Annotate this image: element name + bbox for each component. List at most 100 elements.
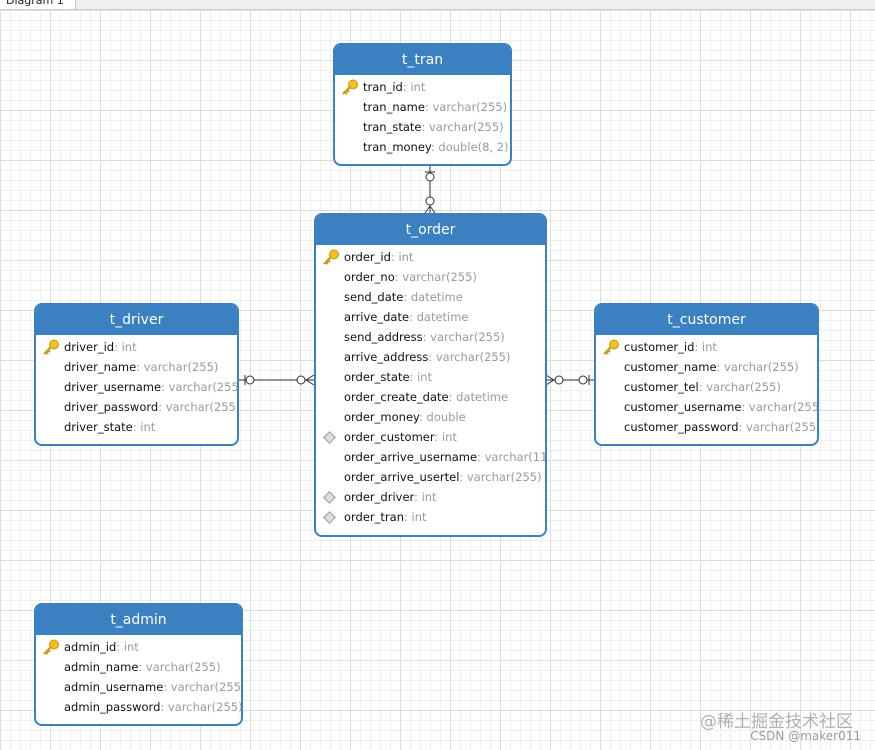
column-name: driver_name <box>64 360 137 374</box>
column-row[interactable]: driver_state: int <box>36 417 237 437</box>
column-row[interactable]: order_arrive_usertel: varchar(255) <box>316 467 545 487</box>
column-row[interactable]: driver_username: varchar(255) <box>36 377 237 397</box>
column-row[interactable]: customer_tel: varchar(255) <box>596 377 817 397</box>
column-type: : varchar(255) <box>163 680 243 694</box>
column-row[interactable]: order_id: int <box>316 247 545 267</box>
column-name: order_no <box>344 270 395 284</box>
column-type: : varchar(255) <box>424 100 508 114</box>
column-type: : varchar(255) <box>428 350 511 364</box>
column-name: admin_id <box>64 640 117 654</box>
column-type: : int <box>409 370 433 384</box>
primary-key-icon <box>42 639 60 661</box>
column-row[interactable]: driver_id: int <box>36 337 237 357</box>
column-name: order_driver <box>344 490 415 504</box>
column-type: : double <box>419 410 466 424</box>
column-name: driver_id <box>64 340 115 354</box>
column-row[interactable]: order_tran: int <box>316 507 545 527</box>
table-title: t_order <box>316 215 545 245</box>
column-row[interactable]: order_driver: int <box>316 487 545 507</box>
column-row[interactable]: send_date: datetime <box>316 287 545 307</box>
column-type: : varchar(255) <box>422 330 505 344</box>
column-name: driver_password <box>64 400 159 414</box>
column-type: : int <box>114 340 137 354</box>
column-row[interactable]: admin_id: int <box>36 637 241 657</box>
column-row[interactable]: tran_state: varchar(255) <box>335 117 510 137</box>
column-type: : varchar(255) <box>421 120 504 134</box>
column-name: tran_id <box>363 80 403 94</box>
column-row[interactable]: order_money: double <box>316 407 545 427</box>
table-title: t_driver <box>36 305 237 335</box>
table-title: t_tran <box>335 45 510 75</box>
column-type: : varchar(255) <box>158 400 239 414</box>
column-row[interactable]: customer_username: varchar(255) <box>596 397 817 417</box>
column-name: order_arrive_username <box>344 450 478 464</box>
table-title: t_customer <box>596 305 817 335</box>
primary-key-icon <box>322 249 340 271</box>
column-row[interactable]: customer_id: int <box>596 337 817 357</box>
column-name: order_arrive_usertel <box>344 470 460 484</box>
column-type: : int <box>132 420 156 434</box>
relation-tran-order <box>424 165 436 214</box>
column-name: customer_username <box>624 400 742 414</box>
column-name: order_state <box>344 370 410 384</box>
column-row[interactable]: tran_name: varchar(255) <box>335 97 510 117</box>
column-type: : varchar(255) <box>698 380 781 394</box>
column-row[interactable]: send_address: varchar(255) <box>316 327 545 347</box>
column-row[interactable]: order_state: int <box>316 367 545 387</box>
column-row[interactable]: arrive_date: datetime <box>316 307 545 327</box>
column-name: send_date <box>344 290 404 304</box>
column-type: : int <box>402 80 426 94</box>
primary-key-icon <box>602 339 620 361</box>
column-row[interactable]: order_no: varchar(255) <box>316 267 545 287</box>
column-row[interactable]: admin_username: varchar(255) <box>36 677 241 697</box>
column-name: tran_state <box>363 120 422 134</box>
column-row[interactable]: admin_password: varchar(255) <box>36 697 241 717</box>
column-type: : int <box>414 490 437 504</box>
column-name: driver_state <box>64 420 133 434</box>
column-type: : int <box>390 250 414 264</box>
column-row[interactable]: customer_password: varchar(255) <box>596 417 817 437</box>
column-type: : varchar(255) <box>138 660 221 674</box>
foreign-key-diamond-icon <box>323 431 336 444</box>
column-name: arrive_address <box>344 350 429 364</box>
column-name: customer_name <box>624 360 717 374</box>
column-type: : datetime <box>448 390 509 404</box>
column-row[interactable]: order_create_date: datetime <box>316 387 545 407</box>
column-row[interactable]: tran_money: double(8, 2) <box>335 137 510 157</box>
foreign-key-diamond-icon <box>323 491 336 504</box>
tab-bar: Diagram 1 <box>0 0 875 10</box>
column-row[interactable]: order_arrive_username: varchar(11) <box>316 447 545 467</box>
column-type: : varchar(255) <box>741 400 819 414</box>
column-type: : datetime <box>403 290 463 304</box>
column-name: customer_id <box>624 340 695 354</box>
column-type: : datetime <box>409 310 469 324</box>
column-name: tran_name <box>363 100 425 114</box>
column-row[interactable]: tran_id: int <box>335 77 510 97</box>
column-type: : varchar(255) <box>738 420 819 434</box>
column-type: : double(8, 2) <box>430 140 509 154</box>
column-type: : int <box>694 340 717 354</box>
column-row[interactable]: driver_name: varchar(255) <box>36 357 237 377</box>
column-name: order_customer <box>344 430 435 444</box>
column-row[interactable]: admin_name: varchar(255) <box>36 657 241 677</box>
column-row[interactable]: customer_name: varchar(255) <box>596 357 817 377</box>
watermark-author: CSDN @maker011 <box>750 729 861 743</box>
column-type: : int <box>116 640 139 654</box>
table-title: t_admin <box>36 605 241 635</box>
column-type: : varchar(255) <box>160 700 243 714</box>
column-name: order_id <box>344 250 391 264</box>
tab-diagram-1[interactable]: Diagram 1 <box>0 0 76 9</box>
foreign-key-diamond-icon <box>323 511 336 524</box>
column-row[interactable]: driver_password: varchar(255) <box>36 397 237 417</box>
watermark: @稀土掘金技术社区 <box>700 712 853 732</box>
column-name: customer_password <box>624 420 739 434</box>
column-name: tran_money <box>363 140 431 154</box>
column-name: admin_username <box>64 680 164 694</box>
column-row[interactable]: arrive_address: varchar(255) <box>316 347 545 367</box>
column-row[interactable]: order_customer: int <box>316 427 545 447</box>
